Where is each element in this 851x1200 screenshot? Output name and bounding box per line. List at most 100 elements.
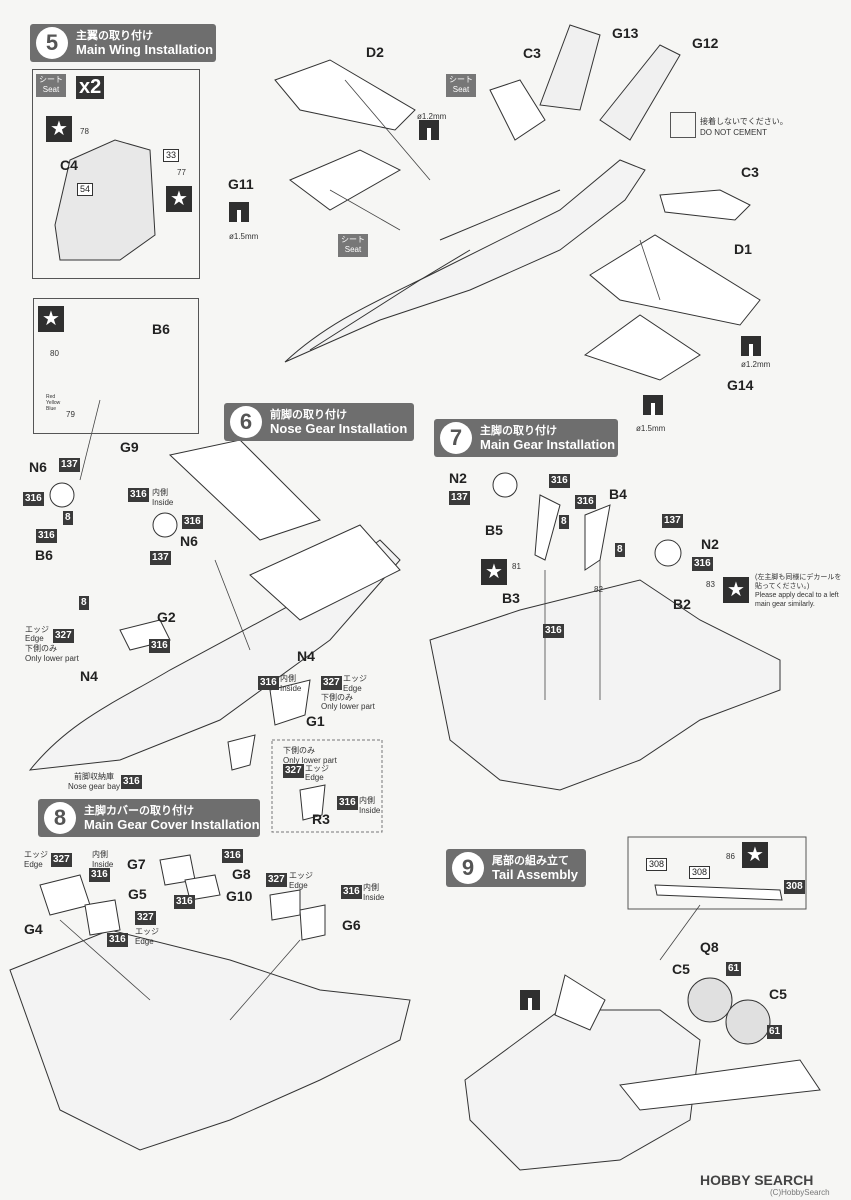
part-b4-label: B4 <box>609 486 627 502</box>
part-137: 137 <box>449 491 470 505</box>
inside-label-jp: 内側 <box>359 796 375 805</box>
inside-label-jp: 内側 <box>280 674 296 683</box>
step-title-en: Main Wing Installation <box>76 42 214 57</box>
part-b2-label: B2 <box>673 596 691 612</box>
only-lower-jp: 下側のみ <box>25 644 57 653</box>
inside-label-en: Inside <box>363 893 385 902</box>
only-lower-jp: 下側のみ <box>283 746 315 755</box>
part-n4-left-label: N4 <box>80 668 98 684</box>
no-cement-note-en: DO NOT CEMENT <box>700 128 767 137</box>
part-77: 77 <box>177 168 186 177</box>
part-327: 327 <box>283 764 304 778</box>
step-number: 7 <box>440 422 472 454</box>
decal-83: 83 <box>706 580 715 589</box>
seat-tag-jp: シート <box>449 75 473 84</box>
drill-dia-1-2mm: ø1.2mm <box>417 112 447 121</box>
step-6-header: 6 前脚の取り付け Nose Gear Installation <box>224 403 414 441</box>
drill-dia-1-2mm: ø1.2mm <box>741 360 771 369</box>
only-lower-en: Only lower part <box>283 756 337 765</box>
edge-label-jp: エッジ <box>343 674 367 683</box>
seat-tag-jp: シート <box>341 235 365 244</box>
decal-81: 81 <box>512 562 521 571</box>
inside-label-jp: 内側 <box>363 883 379 892</box>
part-g8-label: G8 <box>232 866 251 882</box>
part-316: 316 <box>149 639 170 653</box>
step-title-en: Main Gear Cover Installation <box>84 817 260 832</box>
part-316: 316 <box>222 849 243 863</box>
edge-label-en: Edge <box>135 937 154 946</box>
edge-label-jp: エッジ <box>135 927 159 936</box>
part-8: 8 <box>63 511 73 525</box>
part-316: 316 <box>258 676 279 690</box>
seat-tag-jp: シート <box>39 75 63 84</box>
part-137: 137 <box>59 458 80 472</box>
part-n4-right-label: N4 <box>297 648 315 664</box>
fuselage-step5 <box>284 159 646 363</box>
inside-label-en: Inside <box>92 860 114 869</box>
part-g11-label: G11 <box>228 176 254 192</box>
decal-82: 82 <box>594 585 603 594</box>
seat-count: x2 <box>76 76 105 99</box>
part-316: 316 <box>549 474 570 488</box>
decal-note-en: Please apply decal to a left main gear s… <box>755 592 839 608</box>
drill-icon <box>229 202 249 222</box>
part-316: 316 <box>128 488 149 502</box>
part-g1-label: G1 <box>306 713 325 729</box>
part-316: 316 <box>182 515 203 529</box>
wing-d2 <box>274 59 416 131</box>
drill-icon <box>643 395 663 415</box>
drill-dia-1-5mm: ø1.5mm <box>636 424 666 433</box>
seat-tag: シート Seat <box>446 74 476 97</box>
step-title-en: Main Gear Installation <box>480 437 616 452</box>
wing-d1 <box>589 234 761 326</box>
step-number: 5 <box>36 27 68 59</box>
step-title-jp: 前脚の取り付け <box>270 409 347 421</box>
part-c5-right-label: C5 <box>769 986 787 1002</box>
part-80: 80 <box>50 349 59 358</box>
b6-subassembly-box <box>33 298 199 434</box>
part-g2-label: G2 <box>157 609 176 625</box>
step-5-header: 5 主翼の取り付け Main Wing Installation <box>30 24 216 62</box>
edge-label-en: Edge <box>25 634 44 643</box>
no-cement-icon <box>670 112 696 138</box>
part-316: 316 <box>575 495 596 509</box>
edge-label-jp: エッジ <box>25 625 49 634</box>
part-316: 316 <box>121 775 142 789</box>
part-g14-label: G14 <box>727 377 754 393</box>
part-c3-label: C3 <box>523 45 541 61</box>
part-8: 8 <box>615 543 625 557</box>
step-number: 8 <box>44 802 76 834</box>
part-316: 316 <box>36 529 57 543</box>
step-title-en: Tail Assembly <box>492 867 578 882</box>
step-title-en: Nose Gear Installation <box>270 421 408 436</box>
drill-icon <box>520 990 540 1010</box>
seat-subassembly-box <box>32 69 200 279</box>
part-n2-right-label: N2 <box>701 536 719 552</box>
seat-tag: シート Seat <box>36 74 66 97</box>
edge-label-en: Edge <box>305 773 324 782</box>
star-icon: ★ <box>742 842 768 868</box>
part-c5-left-label: C5 <box>672 961 690 977</box>
decal-86: 86 <box>726 852 735 861</box>
step-title-jp: 主脚の取り付け <box>480 425 557 437</box>
part-316: 316 <box>174 895 195 909</box>
step-8-header: 8 主脚カバーの取り付け Main Gear Cover Installatio… <box>38 799 260 837</box>
fuselage-step7 <box>429 579 781 791</box>
part-g10-label: G10 <box>226 888 253 904</box>
part-78: 78 <box>80 127 89 136</box>
part-316: 316 <box>23 492 44 506</box>
part-g9-label: G9 <box>120 439 139 455</box>
wing-g14-plate <box>583 314 701 381</box>
step-title-jp: 主脚カバーの取り付け <box>84 805 194 817</box>
part-327: 327 <box>321 676 342 690</box>
part-327: 327 <box>266 873 287 887</box>
edge-label-en: Edge <box>24 860 43 869</box>
part-d1-label: D1 <box>734 241 752 257</box>
part-n2-left-label: N2 <box>449 470 467 486</box>
part-b6-label: B6 <box>152 321 170 337</box>
part-b3-label: B3 <box>502 590 520 606</box>
star-icon: ★ <box>38 306 64 332</box>
seat-tag-en: Seat <box>452 85 470 94</box>
part-8: 8 <box>79 596 89 610</box>
